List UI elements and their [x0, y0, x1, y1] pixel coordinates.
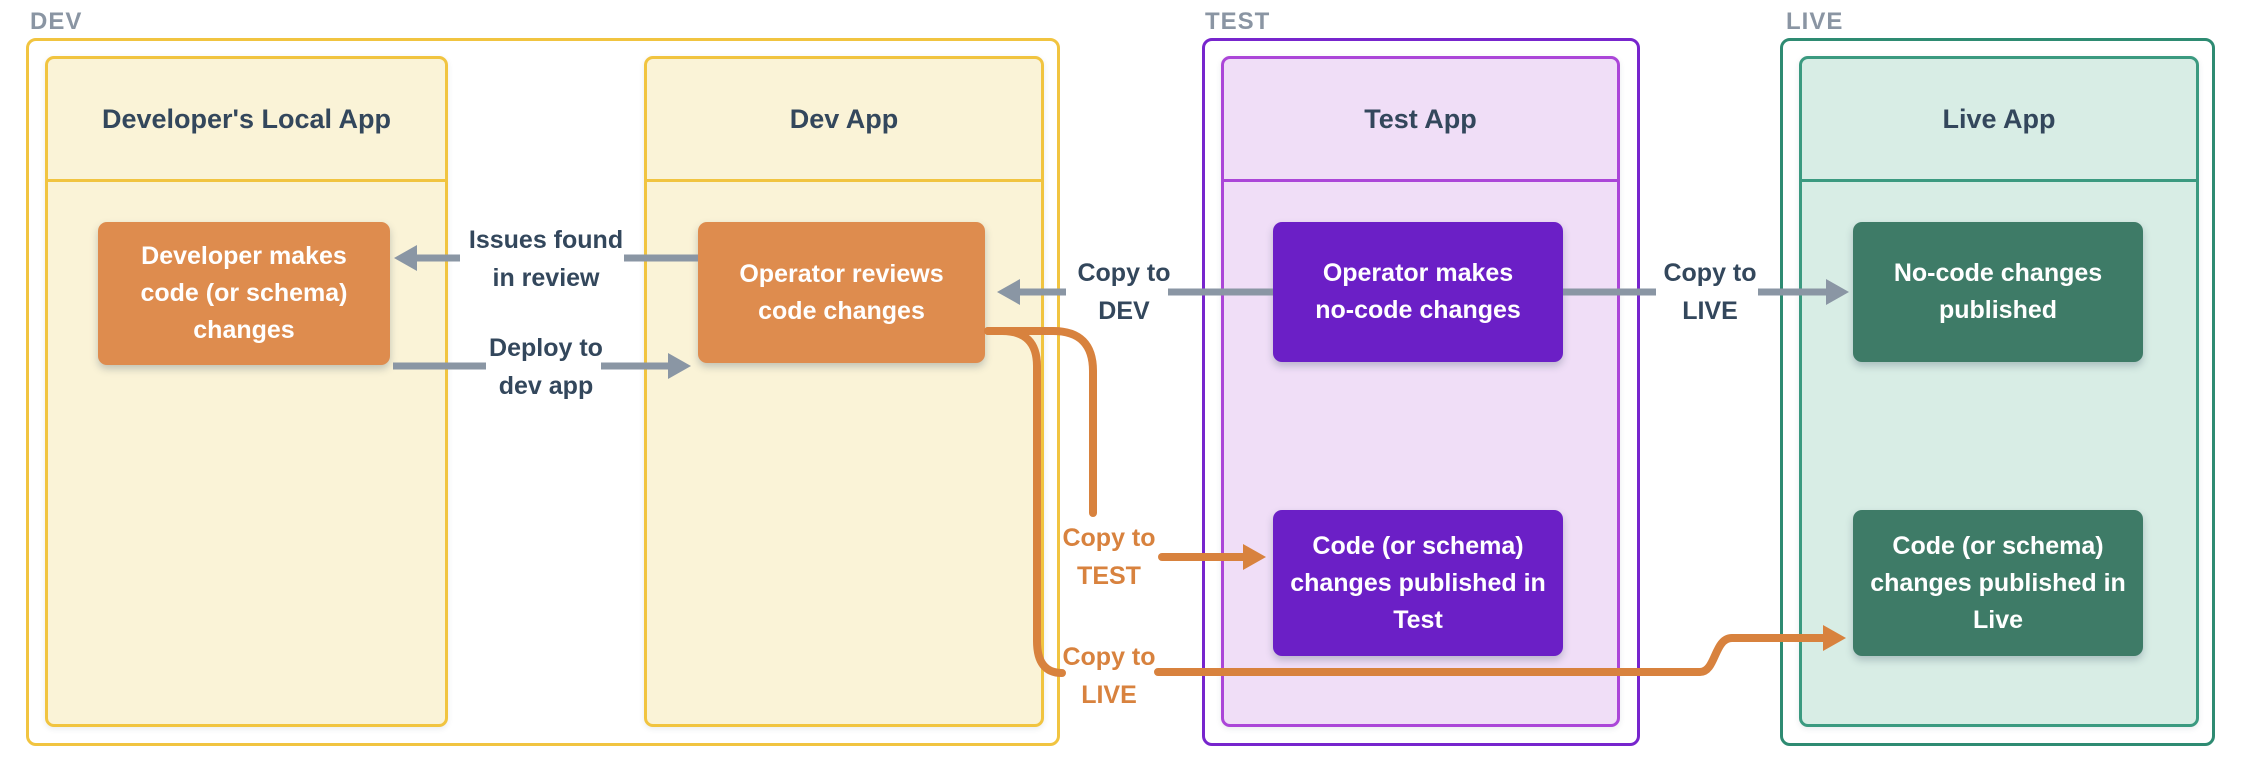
app-title-dev-app: Dev App: [647, 59, 1041, 182]
label-deploy-to-dev-app: Deploy to dev app: [489, 334, 603, 400]
node-code-published-test: Code (or schema) changes published in Te…: [1273, 510, 1563, 656]
node-code-published-live: Code (or schema) changes published in Li…: [1853, 510, 2143, 656]
zone-label-dev: DEV: [30, 8, 83, 35]
label-copy-to-test: Copy to TEST: [1062, 524, 1156, 590]
zone-label-test: TEST: [1205, 8, 1271, 35]
node-operator-reviews: Operator reviews code changes: [698, 222, 985, 363]
app-title-developer-local: Developer's Local App: [48, 59, 445, 182]
app-title-test-app: Test App: [1224, 59, 1617, 182]
app-box-dev-app: Dev App: [644, 56, 1044, 727]
label-issues-found-in-review: Issues found in review: [468, 226, 624, 292]
label-copy-to-dev: Copy to DEV: [1077, 259, 1171, 325]
node-developer-makes-changes: Developer makes code (or schema) changes: [98, 222, 390, 365]
node-operator-no-code: Operator makes no-code changes: [1273, 222, 1563, 362]
label-copy-to-live-code: Copy to LIVE: [1062, 643, 1156, 709]
label-copy-to-live-nocode: Copy to LIVE: [1663, 259, 1757, 325]
app-box-developer-local: Developer's Local App: [45, 56, 448, 727]
zone-label-live: LIVE: [1786, 8, 1844, 35]
node-no-code-published: No-code changes published: [1853, 222, 2143, 362]
app-title-live-app: Live App: [1802, 59, 2196, 182]
